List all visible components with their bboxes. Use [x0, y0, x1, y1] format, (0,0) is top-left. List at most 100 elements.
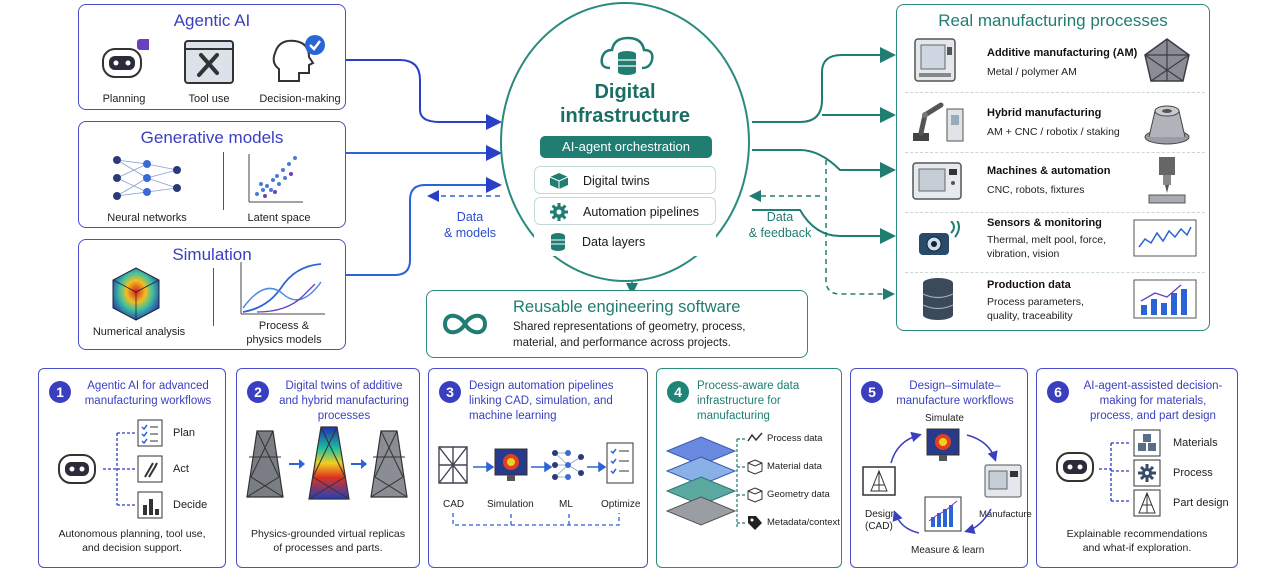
card-2: 2 Digital twins of additive and hybrid m…	[236, 368, 420, 568]
card-4-badge: 4	[667, 381, 689, 403]
arrow-to-production	[825, 160, 895, 300]
process-physics-label-1: Process &	[258, 320, 310, 332]
arrow-right-icon	[289, 459, 305, 469]
data-layers-label: Data layers	[582, 235, 646, 249]
card-4-title: Process-aware data infrastructure for ma…	[697, 380, 800, 422]
card-5-title: Design–simulate–manufacture workflows	[896, 380, 1014, 407]
rp-title-hybrid: Hybrid manufacturing	[987, 107, 1102, 119]
card-6: 6 AI-agent-assisted decision-making for …	[1036, 368, 1238, 568]
tool-use-label: Tool use	[188, 93, 230, 105]
divider	[213, 268, 214, 326]
orchestration-badge: AI-agent orchestration	[540, 136, 712, 158]
simulation-label: Simulation	[487, 499, 534, 510]
card-2-title: Digital twins of additive and hybrid man…	[279, 380, 409, 422]
manufacture-label: Manufacture	[979, 509, 1032, 520]
simulate-monitor-icon	[926, 428, 960, 461]
machined-part-icon	[1144, 105, 1190, 145]
head-checkmark-icon	[269, 33, 329, 90]
materials-label: Materials	[1173, 437, 1218, 449]
decision-making-label: Decision-making	[259, 93, 341, 105]
rp-title-am: Additive manufacturing (AM)	[987, 47, 1138, 59]
part-design-icon	[1133, 489, 1161, 517]
rp-sub-sensors-1: Thermal, melt pool, force,	[987, 234, 1107, 246]
card-6-badge: 6	[1047, 381, 1069, 403]
planning-label: Planning	[102, 93, 146, 105]
cnc-machine-icon	[912, 162, 962, 200]
options-connector	[1099, 442, 1131, 502]
heatmap-tower-icon	[308, 426, 350, 500]
title-line2: infrastructure	[559, 105, 691, 127]
automation-pipelines-item: Automation pipelines	[534, 197, 716, 225]
measure-chart-icon	[924, 496, 962, 532]
card-1: 1 Agentic AI for advanced manufacturing …	[38, 368, 226, 568]
card-1-title: Agentic AI for advanced manufacturing wo…	[84, 380, 212, 407]
arrow-agentic	[345, 59, 502, 130]
rp-row-am: Additive manufacturing (AM) Metal / poly…	[905, 33, 1205, 93]
latent-space-icon	[245, 150, 305, 211]
process-data-icon	[747, 432, 763, 442]
rp-sub-machines: CNC, robots, fixtures	[987, 184, 1085, 196]
data-layers-item: Data layers	[534, 228, 716, 256]
divider	[223, 152, 224, 210]
numerical-analysis-label: Numerical analysis	[92, 326, 186, 338]
rp-row-sensors: Sensors & monitoring Thermal, melt pool,…	[905, 213, 1205, 273]
real-manufacturing-panel: Real manufacturing processes Additive ma…	[896, 4, 1210, 331]
reusable-line1: Shared representations of geometry, proc…	[513, 321, 746, 333]
rp-row-machines: Machines & automation CNC, robots, fixtu…	[905, 153, 1205, 213]
reusable-line2: material, and performance across project…	[513, 337, 731, 349]
rp-sub-production-2: quality, traceability	[987, 310, 1073, 322]
lattice-tower-icon	[370, 430, 408, 498]
fea-cube-icon	[111, 266, 161, 327]
rp-sub-am: Metal / polymer AM	[987, 66, 1077, 78]
arrow-simulation	[345, 177, 502, 276]
bar-chart-icon	[1133, 279, 1197, 319]
card-6-title: AI-agent-assisted decision-making for ma…	[1083, 380, 1223, 422]
generative-models-title: Generative models	[140, 128, 284, 147]
card-1-footer-1: Autonomous planning, tool use,	[58, 528, 206, 540]
card-2-footer: Physics-grounded virtual replicas of pro…	[243, 527, 413, 555]
rp-sub-hybrid: AM + CNC / robotix / staking	[987, 126, 1120, 138]
data-models-line1: Data	[456, 210, 484, 224]
optimize-checklist-icon	[606, 442, 634, 484]
arrow-to-am	[752, 47, 896, 123]
digital-infrastructure-title: Digital infrastructure	[502, 80, 748, 128]
cad-frame-icon	[438, 446, 468, 484]
agentic-ai-panel: Agentic AI Planning Tool use Decision-ma…	[78, 4, 346, 110]
geometry-data-label: Geometry data	[767, 489, 830, 500]
card-2-footer-2: of processes and parts.	[273, 542, 383, 554]
line-chart-icon	[1133, 219, 1197, 257]
card-6-footer-1: Explainable recommendations	[1066, 528, 1208, 540]
neural-networks-label: Neural networks	[107, 212, 187, 224]
act-label: Act	[173, 463, 189, 475]
latent-space-label: Latent space	[247, 212, 311, 224]
process-gear-icon	[1133, 459, 1161, 487]
simulation-title: Simulation	[172, 245, 252, 264]
tools-icon	[137, 455, 163, 483]
part-design-label: Part design	[1173, 497, 1229, 509]
cube-icon	[549, 173, 569, 189]
card-5-badge: 5	[861, 381, 883, 403]
database-icon	[551, 233, 565, 251]
neural-network-icon	[109, 152, 185, 209]
card-1-footer: Autonomous planning, tool use, and decis…	[45, 527, 219, 555]
card-3: 3 Design automation pipelines linking CA…	[428, 368, 648, 568]
design-label: Design	[865, 509, 897, 520]
rp-sub-sensors-2: vibration, vision	[987, 248, 1060, 260]
materials-cubes-icon	[1133, 429, 1161, 457]
rp-row-hybrid: Hybrid manufacturing AM + CNC / robotix …	[905, 93, 1205, 153]
generative-models-panel: Generative models Neural networks Latent…	[78, 121, 346, 228]
robot-icon	[1056, 452, 1094, 482]
tag-icon	[748, 516, 762, 530]
plan-label: Plan	[173, 427, 196, 439]
simulate-label: Simulate	[925, 413, 964, 424]
data-models-label: Data & models	[430, 209, 510, 241]
cycle-arrows	[890, 431, 998, 534]
rp-title-production: Production data	[987, 279, 1071, 291]
automation-pipelines-label: Automation pipelines	[583, 205, 700, 219]
real-manufacturing-title: Real manufacturing processes	[938, 11, 1168, 30]
simulation-panel: Simulation Numerical analysis Process & …	[78, 239, 346, 350]
card-1-footer-2: and decision support.	[82, 542, 182, 554]
arrow-to-machines	[752, 149, 896, 178]
sensor-icon	[919, 221, 960, 255]
card-5: 5 Design–simulate–manufacture workflows …	[850, 368, 1032, 568]
